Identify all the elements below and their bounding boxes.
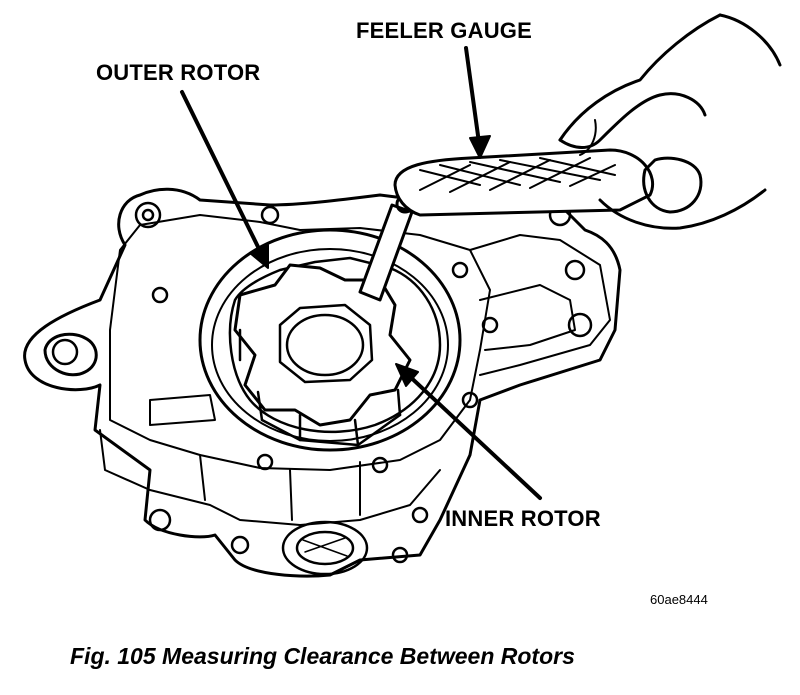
inner-rotor-label: INNER ROTOR <box>445 506 601 531</box>
rotor-bore <box>198 228 462 452</box>
feeler-gauge <box>358 148 655 302</box>
callout-arrows <box>180 46 542 500</box>
hand <box>558 13 782 230</box>
feeler-gauge-label: FEELER GAUGE <box>356 18 532 43</box>
inner-rotor <box>233 263 412 447</box>
outlet-port <box>281 520 369 576</box>
bolt-holes <box>51 201 593 564</box>
outer-rotor-label: OUTER ROTOR <box>96 60 261 85</box>
figure-reference-code: 60ae8444 <box>650 592 708 607</box>
outer-rotor <box>228 256 442 434</box>
figure-caption: Fig. 105 Measuring Clearance Between Rot… <box>70 643 575 669</box>
